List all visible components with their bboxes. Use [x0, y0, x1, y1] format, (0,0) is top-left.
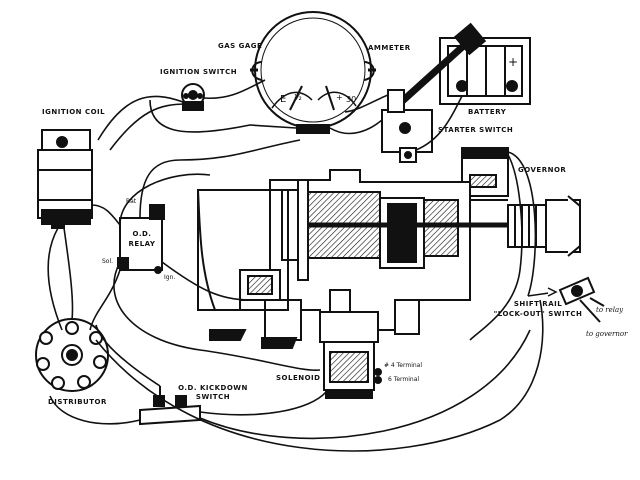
governor-label: GOVERNOR — [518, 166, 567, 174]
svg-text:+: + — [508, 55, 518, 69]
battery: + — [439, 37, 531, 105]
to-relay-label: to relay — [596, 306, 624, 314]
distributor — [35, 318, 109, 392]
ignition-switch-label: IGNITION SWITCH — [160, 68, 238, 76]
svg-text:E: E — [280, 94, 286, 105]
relay-sol-terminal-label: Sol. — [102, 258, 114, 265]
od-relay — [117, 204, 165, 274]
od-kickdown-label-line2: SWITCH — [195, 393, 231, 401]
solenoid — [319, 289, 382, 399]
svg-text:30: 30 — [346, 95, 356, 104]
svg-text:½: ½ — [294, 93, 302, 102]
od-relay-label-line2: RELAY — [128, 240, 156, 248]
svg-text:+: + — [336, 93, 343, 102]
wiring-harness — [47, 79, 544, 452]
transmission-unit — [197, 169, 581, 349]
gas-gage-label: GAS GAGE — [218, 42, 263, 50]
to-governor-label: to governor — [586, 330, 628, 338]
starter-switch — [381, 22, 487, 163]
distributor-label: DISTRIBUTOR — [48, 398, 107, 406]
shift-rail-switch — [527, 276, 605, 323]
ignition-switch — [181, 83, 205, 111]
terminal-4-label: # 4 Terminal — [384, 362, 423, 369]
battery-label: BATTERY — [468, 108, 507, 116]
od-relay-label-line1: O.D. — [132, 230, 152, 238]
relay-bat-terminal-label: Bat — [126, 198, 137, 205]
shift-rail-label-line1: SHIFT RAIL — [513, 300, 563, 308]
ignition-coil — [37, 129, 93, 229]
shift-rail-label-line2: "LOCK-OUT" SWITCH — [493, 310, 583, 318]
ignition-coil-label: IGNITION COIL — [42, 108, 106, 116]
ammeter-label: AMMETER — [368, 44, 411, 52]
relay-ign-terminal-label: Ign. — [164, 274, 176, 281]
solenoid-label: SOLENOID — [276, 374, 321, 382]
gauge-cluster: E ½ + 30 — [250, 11, 376, 134]
terminal-6-label: 6 Terminal — [388, 376, 420, 383]
starter-switch-label: STARTER SWITCH — [438, 126, 514, 134]
od-kickdown-label-line1: O.D. KICKDOWN — [178, 384, 248, 392]
